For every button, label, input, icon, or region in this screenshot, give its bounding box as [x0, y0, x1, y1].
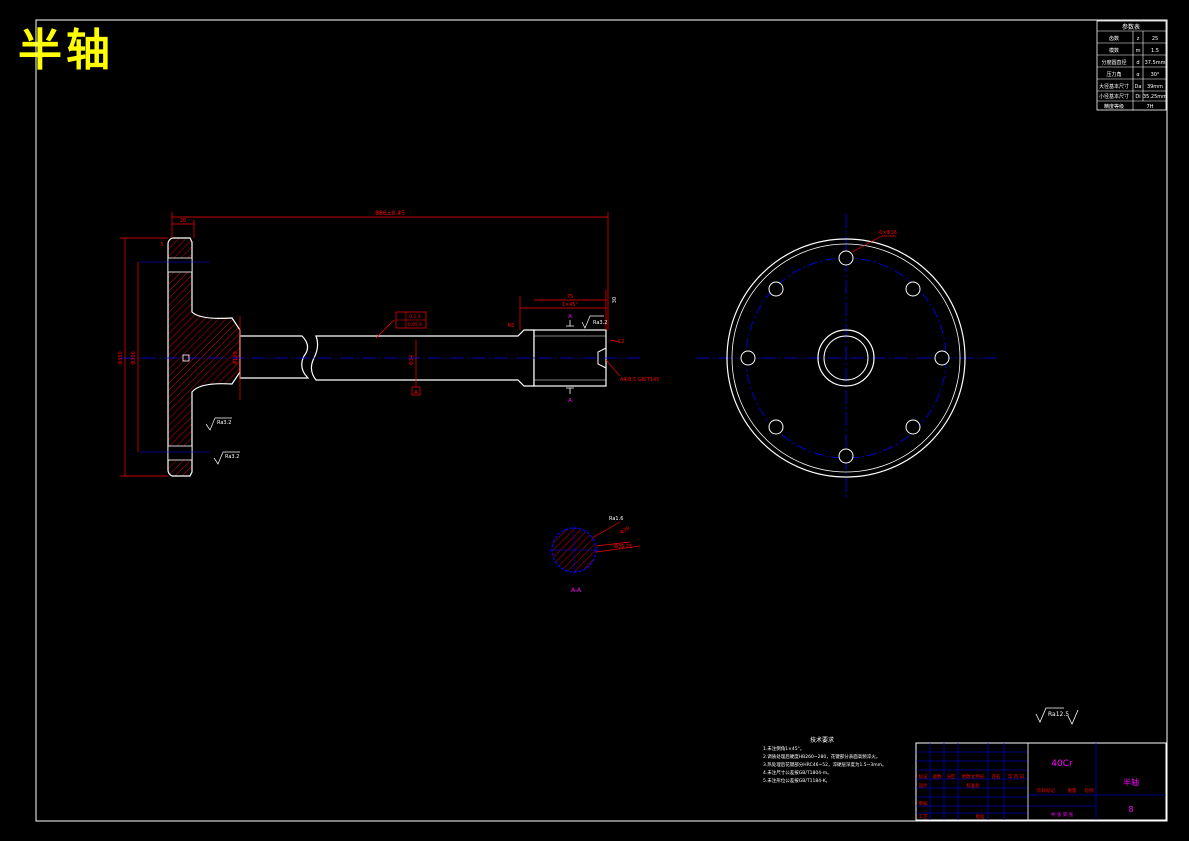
- tb-label: 标记: [919, 773, 928, 780]
- section-dim-major: Φ39: [619, 525, 631, 535]
- tb-material: 40Cr: [1051, 759, 1073, 769]
- datum-label: A: [414, 390, 418, 396]
- dim-flange-diameter: Φ350: [118, 351, 124, 364]
- tech-req-item: 1.未注倒角1×45°。: [763, 745, 804, 752]
- dim-spline-chamfer: 1×45°: [562, 302, 579, 308]
- section-mark-top: A: [568, 314, 572, 320]
- param-symbol: α: [1136, 72, 1140, 78]
- tb-label: 签名: [992, 773, 1001, 780]
- tech-req-item: 4.未注尺寸公差按GB/T1804-m。: [763, 769, 832, 776]
- param-symbol: m: [1136, 48, 1141, 54]
- tb-standardize: 标准化: [966, 782, 980, 789]
- bolt-hole-bottom: [167, 445, 193, 461]
- tb-approve: 批准: [976, 813, 985, 820]
- param-symbol: Da: [1135, 84, 1142, 90]
- param-value: 1.5: [1151, 48, 1159, 54]
- shaft-body-left: [239, 335, 310, 379]
- param-value: 39mm: [1147, 84, 1163, 90]
- dim-spline-dim: 30: [612, 297, 618, 303]
- dim-hub-diameter: Φ100: [233, 351, 239, 364]
- roughness-2: Ra3.2: [217, 420, 231, 426]
- tb-stage: 阶段标记: [1037, 787, 1055, 794]
- param-value: 35.25mm: [1143, 94, 1167, 100]
- param-value: 37.5mm: [1145, 60, 1166, 66]
- dim-shaft-diameter: Φ34: [409, 355, 415, 365]
- tb-scale: 比例: [1085, 787, 1094, 794]
- parameters-table: 参数表 齿数 z 25 模数 m 1.5 分度圆直径 d 37.5mm 压力角 …: [1096, 20, 1167, 111]
- param-symbol: Di: [1135, 94, 1140, 100]
- tb-label: 分区: [947, 773, 956, 780]
- hub-inner: [823, 335, 869, 381]
- tech-req-item: 5.未注形位公差按GB/T1184-K。: [763, 777, 830, 784]
- tb-process: 工艺: [919, 814, 928, 820]
- roughness-1: Ra3.2: [593, 320, 607, 326]
- param-label: 压力角: [1106, 71, 1121, 78]
- tb-part-name: 半轴: [1123, 777, 1139, 787]
- tb-label: 更改文件号: [962, 773, 985, 780]
- param-value: 25: [1152, 36, 1158, 42]
- title-block: 标记 处数 分区 更改文件号 签名 年.月.日 设计 标准化 审核 工艺 批准 …: [915, 742, 1167, 821]
- bolt-hole-top: [167, 257, 193, 273]
- dim-undercut: R5: [508, 323, 515, 329]
- tb-drawing-no: 8: [1128, 805, 1133, 814]
- param-label: 模数: [1109, 47, 1119, 54]
- tech-req-header: 技术要求: [810, 736, 834, 744]
- flange-end-view: 6×Φ16: [696, 214, 996, 500]
- general-roughness-value: Ra12.5: [1048, 711, 1069, 718]
- dim-spline-length: 75: [567, 294, 573, 300]
- dim-flange-thickness: 20: [180, 218, 186, 224]
- dimension-lines: [120, 212, 621, 477]
- param-value: 7H: [1147, 104, 1154, 110]
- section-roughness: Ra1.6: [609, 516, 623, 522]
- bolt-holes: [740, 250, 950, 464]
- param-label: 精度等级: [1104, 103, 1124, 110]
- datum-box: [411, 386, 421, 396]
- tolerance-2: 0.05 A: [408, 322, 423, 328]
- tolerance-frames: 0.1 A 0.05 A: [395, 311, 427, 329]
- tb-label: 年.月.日: [1008, 773, 1024, 780]
- section-cut-top: [566, 320, 574, 327]
- tech-req-item: 2.调质处理后硬度HB260~280，花键部分表面高频淬火。: [763, 753, 880, 760]
- roughness-3: Ra3.2: [225, 454, 239, 460]
- general-roughness: Ra12.5: [1035, 707, 1079, 725]
- tb-checker: 审核: [919, 800, 928, 807]
- hub-outer: [817, 329, 875, 387]
- flange-outer-circle: [726, 238, 966, 478]
- dim-shaft-end: C2: [618, 339, 625, 345]
- section-a-a: Ra1.6 Φ39 Φ35.25 A-A: [548, 516, 641, 594]
- param-label: 分度圆直径: [1101, 59, 1126, 66]
- dim-overall-length: 886±0.45: [375, 210, 405, 217]
- dim-bolt-circle: Φ300: [131, 351, 137, 364]
- dim-center-hole: A4/8.5 GB/T145: [620, 377, 659, 383]
- technical-requirements: 技术要求 1.未注倒角1×45°。 2.调质处理后硬度HB260~280，花键部…: [763, 736, 887, 784]
- param-header: 参数表: [1122, 23, 1140, 31]
- tb-weight: 重量: [1068, 787, 1077, 794]
- param-label: 齿数: [1109, 35, 1119, 42]
- center-hole: [597, 347, 607, 369]
- param-symbol: z: [1137, 36, 1140, 42]
- param-label: 大径基本尺寸: [1099, 83, 1129, 90]
- tech-req-item: 3.热处理后花键部分HRC46~52，淬硬层深度为1.5~3mm。: [763, 761, 887, 768]
- section-mark-bottom: A: [568, 398, 572, 404]
- section-dim-minor: Φ35.25: [614, 544, 632, 550]
- tb-designer: 设计: [919, 782, 928, 789]
- hole-callout: 6×Φ16: [879, 230, 897, 236]
- section-cut-bottom: [566, 387, 574, 394]
- param-label: 小径基本尺寸: [1099, 93, 1129, 100]
- tb-sheet: 共 张 第 张: [1051, 811, 1074, 818]
- tb-label: 处数: [933, 773, 942, 780]
- dim-flange-chamfer: 5: [160, 242, 163, 248]
- flange-section: [167, 237, 241, 477]
- shaft-body-right: [310, 329, 535, 387]
- tolerance-1: 0.1 A: [409, 314, 422, 320]
- drawing-border: [35, 19, 1168, 822]
- param-symbol: d: [1136, 60, 1139, 66]
- param-value: 30°: [1151, 72, 1160, 78]
- drawing-title: 半轴: [18, 25, 114, 76]
- section-label: A-A: [571, 587, 582, 594]
- roughness-symbols: [205, 315, 604, 465]
- shaft-side-view: 886±0.45 20 5 Φ350 Φ300 Φ100 Φ34 75 1×45…: [118, 210, 659, 477]
